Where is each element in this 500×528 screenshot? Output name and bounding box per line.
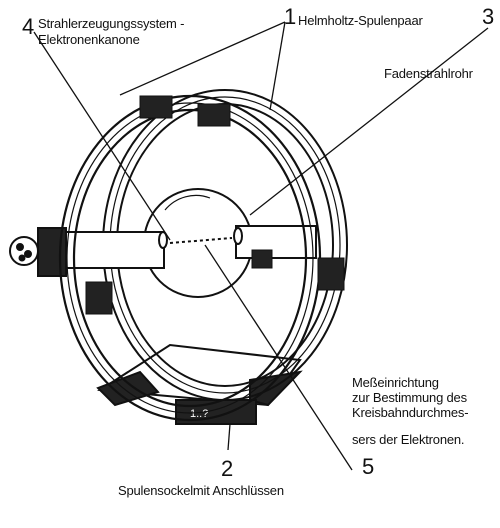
label-number-3: 3 (482, 4, 495, 29)
label-measuring-line1: Meßeinrichtung (352, 375, 439, 390)
label-number-2: 2 (221, 456, 234, 481)
label-measuring-line3: Kreisbahndurchmes- (352, 405, 469, 420)
label-coil-base: Spulensockelmit Anschlüssen (118, 483, 284, 498)
label-electron-gun-line1: Strahlerzeugungssystem - (38, 16, 185, 31)
base-marking: 1..? (190, 408, 208, 420)
label-electron-gun-line2: Elektronenkanone (38, 32, 140, 47)
coil-clamps (85, 95, 345, 315)
label-filament-tube: Fadenstrahlrohr (384, 66, 473, 81)
label-number-4: 4 (22, 14, 35, 39)
label-number-1: 1 (284, 4, 297, 29)
leader-lines (33, 21, 489, 471)
label-number-5: 5 (362, 454, 375, 479)
label-measuring-line2: zur Bestimmung des (352, 390, 467, 405)
label-helmholtz-coils: Helmholtz-Spulenpaar (298, 13, 423, 28)
coil-base: 1..? (96, 343, 303, 425)
label-measuring-line4: sers der Elektronen. (352, 432, 465, 447)
electron-gun (9, 225, 317, 277)
